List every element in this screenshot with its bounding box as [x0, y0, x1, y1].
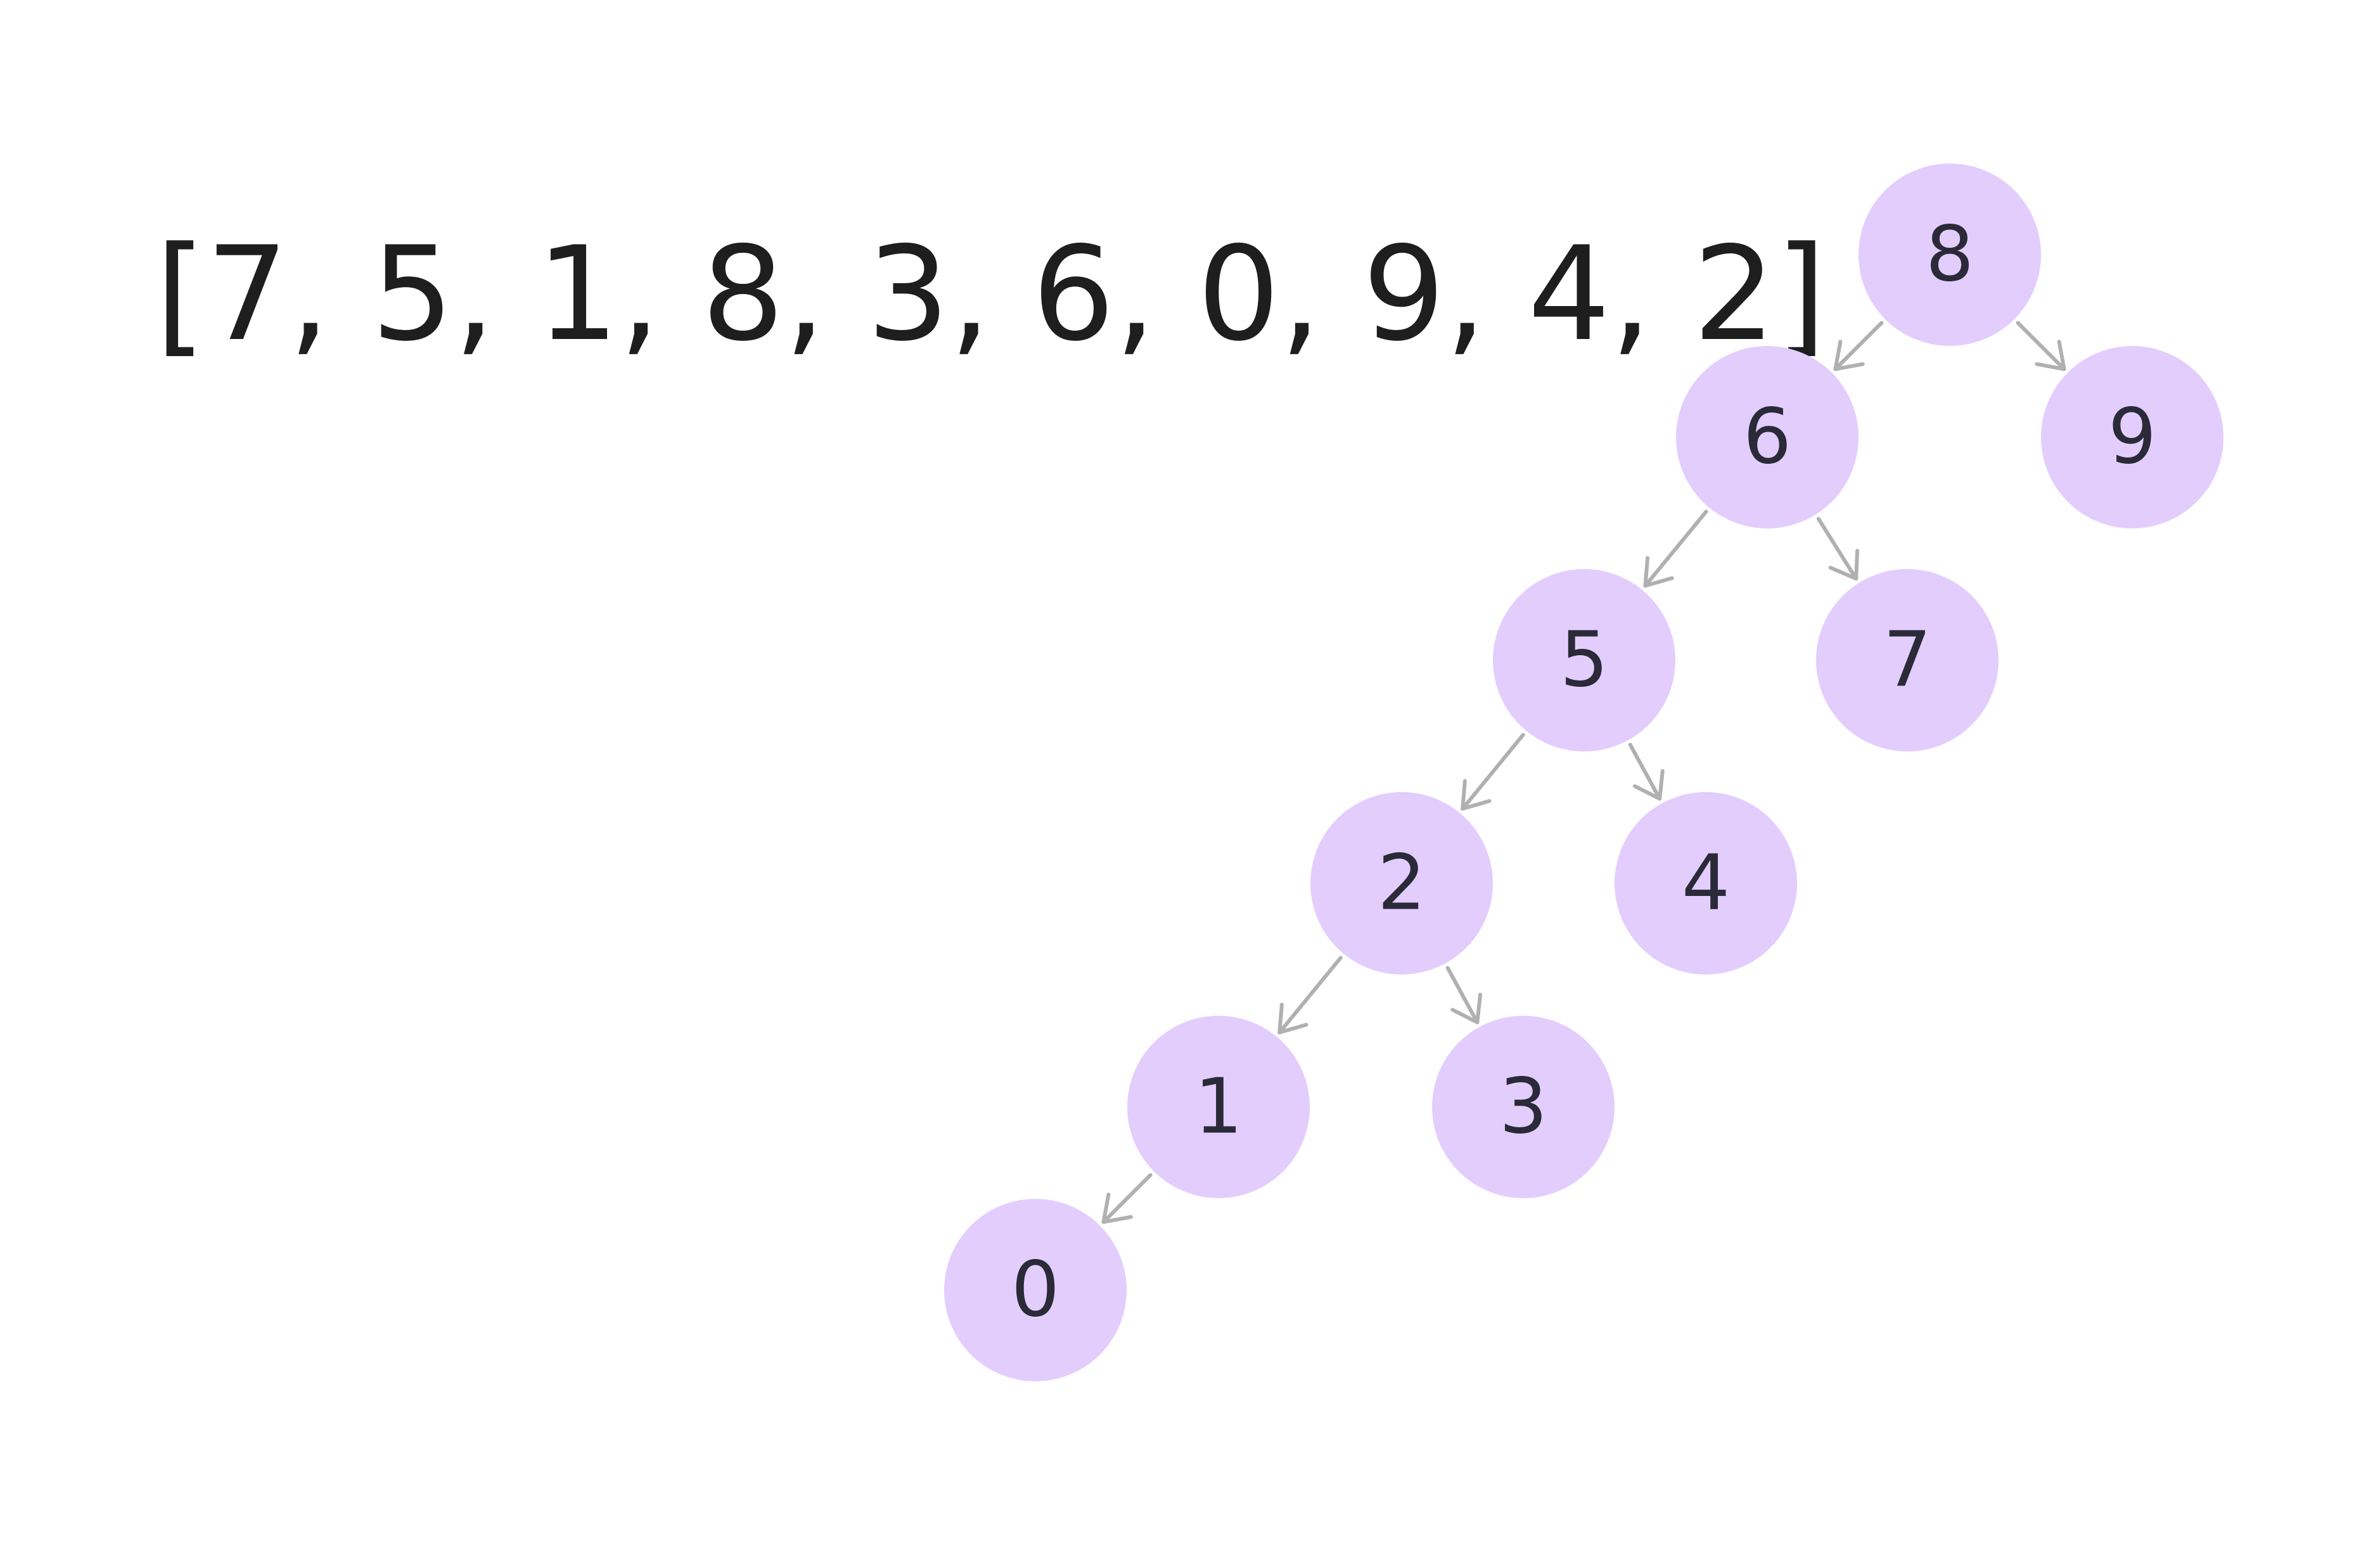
- edge-n8-n6: [1833, 321, 1884, 371]
- node-label: 0: [1011, 1246, 1059, 1334]
- node-circle: [1816, 569, 1999, 751]
- arrowhead-icon: [1450, 992, 1483, 1025]
- node-circle: [1676, 346, 1859, 528]
- node-circle: [1859, 163, 2041, 346]
- edge-line: [1461, 732, 1525, 811]
- node-label: 1: [1194, 1063, 1243, 1151]
- edge-n8-n9: [2016, 321, 2066, 371]
- tree-node-9: 9: [2041, 346, 2223, 528]
- arrowhead-icon: [1277, 1002, 1308, 1035]
- node-circle: [1432, 1016, 1615, 1198]
- edge-line: [1445, 966, 1480, 1025]
- edge-n2-n1: [1277, 956, 1343, 1035]
- node-label: 3: [1499, 1063, 1547, 1151]
- node-label: 8: [1926, 211, 1974, 299]
- tree-node-0: 0: [944, 1199, 1127, 1381]
- edge-n5-n4: [1628, 743, 1665, 801]
- tree-node-8: 8: [1859, 163, 2041, 346]
- arrowhead-icon: [2035, 340, 2066, 371]
- node-label: 6: [1743, 393, 1791, 482]
- tree-node-7: 7: [1816, 569, 1999, 751]
- tree-node-1: 1: [1127, 1016, 1310, 1198]
- arrowhead-icon: [1632, 769, 1665, 801]
- node-circle: [1615, 792, 1797, 975]
- node-label: 5: [1560, 617, 1608, 705]
- edge-line: [1643, 509, 1708, 588]
- node-label: 2: [1378, 840, 1426, 928]
- edge-line: [1101, 1173, 1153, 1224]
- node-circle: [1127, 1016, 1310, 1198]
- tree-node-6: 6: [1676, 346, 1859, 528]
- tree-node-3: 3: [1432, 1016, 1615, 1198]
- edges-layer: [1101, 321, 2066, 1224]
- node-circle: [2041, 346, 2223, 528]
- arrowhead-icon: [1828, 549, 1860, 581]
- edge-line: [1816, 516, 1859, 581]
- nodes-layer: 8 6 9 5 7 2 4 1 3 0: [944, 163, 2223, 1381]
- arrowhead-icon: [1643, 556, 1674, 588]
- edge-line: [2016, 321, 2066, 371]
- tree-node-4: 4: [1615, 792, 1797, 975]
- tree-node-2: 2: [1310, 792, 1493, 975]
- tree-node-5: 5: [1493, 569, 1675, 751]
- node-circle: [1493, 569, 1675, 751]
- arrowhead-icon: [1833, 340, 1865, 371]
- node-circle: [944, 1199, 1127, 1381]
- edge-n2-n3: [1445, 966, 1483, 1025]
- edge-line: [1277, 956, 1343, 1035]
- node-label: 7: [1883, 617, 1931, 705]
- edge-n5-n2: [1461, 732, 1525, 811]
- arrowhead-icon: [1461, 779, 1492, 811]
- edge-line: [1628, 743, 1662, 801]
- arrowhead-icon: [1101, 1193, 1133, 1224]
- edge-n6-n5: [1643, 509, 1708, 588]
- node-label: 4: [1682, 840, 1730, 928]
- node-circle: [1310, 792, 1493, 975]
- edge-n1-n0: [1101, 1173, 1153, 1224]
- array-label: [7, 5, 1, 8, 3, 6, 0, 9, 4, 2]: [155, 219, 1826, 370]
- node-label: 9: [2108, 393, 2156, 482]
- edge-n6-n7: [1816, 516, 1860, 581]
- edge-line: [1833, 321, 1884, 371]
